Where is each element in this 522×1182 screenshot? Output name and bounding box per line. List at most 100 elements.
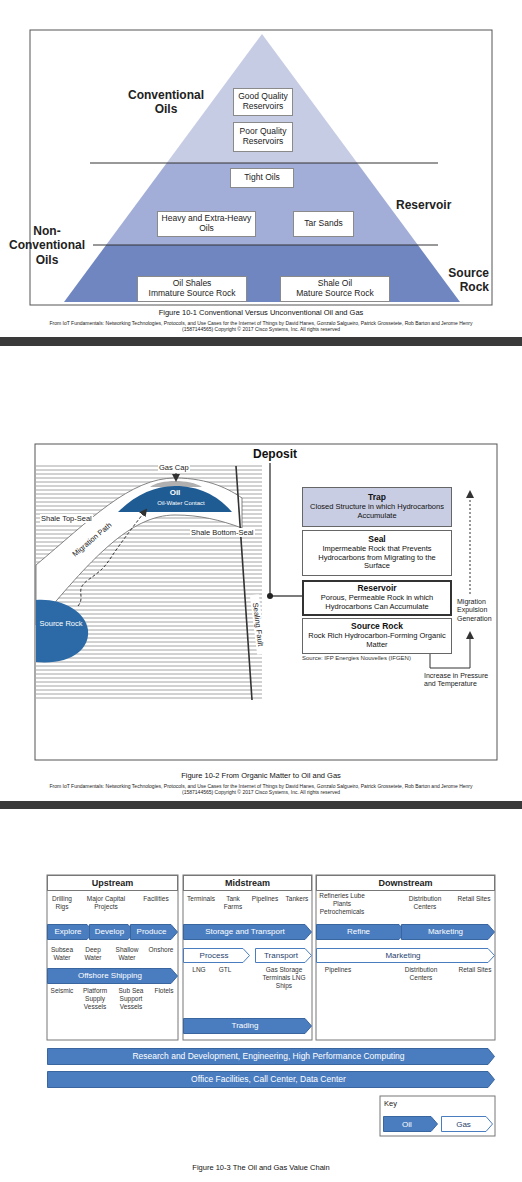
column-header: Midstream	[183, 875, 312, 891]
chevron-outline	[184, 1019, 312, 1034]
text-label: Onshore	[146, 946, 176, 954]
text-label: Distribution Centers	[402, 895, 448, 911]
column-header: Downstream	[316, 875, 495, 891]
box-title: Midstream	[225, 878, 270, 888]
text-label: Figure 10-2 From Organic Matter to Oil a…	[30, 771, 492, 780]
text-label: Major Capital Projects	[77, 895, 135, 911]
chevron-step: Develop	[89, 924, 135, 940]
box-title: Transport	[264, 951, 298, 960]
process-box: Good Quality Reservoirs	[233, 88, 293, 116]
box-title: Tight Oils	[244, 173, 280, 183]
text-label: Source: IFP Energies Nouvelles (IFGEN)	[302, 655, 426, 662]
process-box: SealImpermeable Rock that Prevents Hydro…	[302, 530, 452, 576]
figure-frame	[30, 30, 492, 305]
text-label: GTL	[214, 966, 236, 974]
column-header: Upstream	[47, 875, 178, 891]
box-title: Heavy and Extra-Heavy Oils	[160, 214, 253, 234]
text-label: Shallow Water	[109, 946, 145, 962]
box-title: Good Quality Reservoirs	[236, 92, 290, 112]
text-label: Refineries Lube Plants Petrochemicals	[317, 892, 367, 915]
separator-band	[0, 801, 522, 809]
process-box: Source RockRock Rich Hydrocarbon-Forming…	[302, 618, 452, 654]
text-label: Tankers	[283, 895, 311, 903]
box-title: Poor Quality Reservoirs	[236, 127, 290, 147]
chevron-step: Produce	[130, 924, 178, 940]
text-label: Platform Supply Vessels	[77, 987, 113, 1010]
text-label: Pipelines	[249, 895, 281, 903]
text-label: Shale Bottom-Seal	[190, 528, 255, 537]
text-label: Deep Water	[79, 946, 107, 962]
box-title: Produce	[137, 927, 167, 936]
chevron-outline	[256, 949, 312, 963]
box-title: Oil Shales	[173, 279, 212, 289]
region-label: Deposit	[240, 447, 310, 461]
chevron-step: Trading	[183, 1018, 312, 1034]
source-rock-body	[36, 600, 88, 663]
box-body: Porous, Permeable Rock in which Hydrocar…	[307, 594, 447, 611]
process-box: Oil ShalesImmature Source Rock	[137, 276, 247, 302]
text-label: Oil-Water Contact	[146, 500, 216, 507]
text-label: Increase in Pressure and Temperature	[424, 672, 490, 689]
credit-note: From IoT Fundamentals: Networking Techno…	[40, 320, 482, 332]
column-frame	[183, 875, 312, 1040]
box-title: Office Facilities, Call Center, Data Cen…	[191, 1075, 346, 1085]
chevron-outline	[48, 1072, 495, 1088]
box-title: Research and Development, Engineering, H…	[132, 1052, 404, 1062]
chevron-outline	[48, 969, 178, 984]
leader-line	[269, 463, 270, 596]
text-label: Retail Sites	[458, 966, 492, 974]
legend-text: Oil	[402, 1120, 412, 1129]
text-label: Drilling Rigs	[47, 895, 77, 911]
process-box: Shale OilMature Source Rock	[280, 276, 390, 302]
text-label: Gas Storage Terminals LNG Ships	[256, 966, 312, 989]
chevron-step: Marketing	[401, 924, 495, 940]
box-title: Marketing	[428, 927, 463, 936]
text-label: Figure 10-3 The Oil and Gas Value Chain	[30, 1163, 492, 1172]
text-label: LNG	[188, 966, 210, 974]
text-label: Facilities	[136, 895, 176, 903]
leader-arrow	[176, 473, 177, 480]
divider-line	[90, 163, 438, 164]
chevron-step: Refine	[316, 924, 406, 940]
chevron-outline	[402, 925, 495, 940]
chevron-step: Transport	[255, 948, 312, 963]
process-box: ReservoirPorous, Permeable Rock in which…	[302, 580, 452, 616]
figure-frame	[35, 444, 497, 760]
chevron-outline	[48, 925, 94, 940]
chevron-outline	[442, 1117, 493, 1132]
box-title: Shale Oil	[318, 279, 353, 289]
box-body: Closed Structure in which Hydrocarbons A…	[306, 503, 448, 520]
process-box: TrapClosed Structure in which Hydrocarbo…	[302, 487, 452, 527]
chevron-step: Process	[183, 948, 250, 963]
shale-strata	[36, 463, 262, 700]
box-title: Downstream	[378, 878, 432, 888]
chevron-outline	[90, 925, 135, 940]
box-body: Immature Source Rock	[149, 289, 236, 299]
text-label: Terminals	[184, 895, 218, 903]
box-title: Develop	[95, 927, 124, 936]
box-body: Mature Source Rock	[296, 289, 373, 299]
chevron-outline	[184, 925, 312, 940]
text-label: Oil	[165, 488, 185, 498]
text-label: Flotels	[150, 987, 178, 995]
box-title: Seal	[368, 535, 386, 545]
chevron-step: Marketing	[316, 948, 495, 963]
text-label: Tank Farms	[219, 895, 247, 911]
pyramid-tier	[64, 245, 460, 302]
box-title: Marketing	[385, 951, 420, 960]
chevron-outline	[317, 925, 406, 940]
box-title: Upstream	[92, 878, 134, 888]
credit-note: From IoT Fundamentals: Networking Techno…	[40, 783, 482, 795]
box-title: Trading	[232, 1021, 259, 1030]
box-title: Tar Sands	[304, 219, 342, 229]
leader-dot	[267, 593, 273, 599]
box-title: Process	[200, 951, 229, 960]
text-label: Shale Top-Seal	[40, 514, 93, 523]
column-frame	[47, 875, 178, 1040]
box-title: Explore	[54, 927, 81, 936]
divider-line	[93, 245, 438, 246]
chevron-step: Explore	[47, 924, 94, 940]
chevron-outline	[184, 949, 250, 963]
column-frame	[316, 875, 495, 1040]
